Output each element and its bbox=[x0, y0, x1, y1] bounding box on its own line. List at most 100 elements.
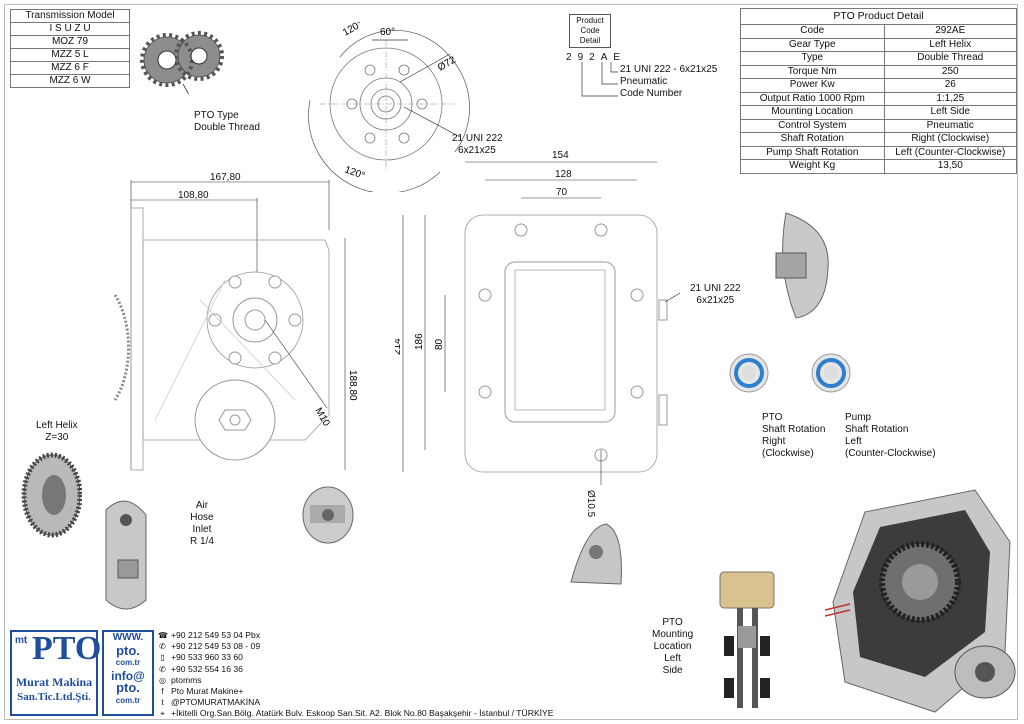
pto-rotation-line: (Clockwise) bbox=[762, 448, 814, 459]
bore-diameter-label: Ø10.5 bbox=[585, 490, 596, 518]
logo-main: PTO bbox=[32, 630, 102, 667]
dim-108-label: 108,80 bbox=[178, 190, 209, 201]
pto-rotation-line: Shaft Rotation bbox=[762, 424, 826, 435]
code-digit: 2 bbox=[566, 52, 578, 63]
code-digit: A bbox=[600, 52, 614, 63]
angle-top-label: 120° bbox=[341, 22, 364, 39]
front-thread-line2: 6x21x25 bbox=[458, 145, 496, 156]
detail-key: Weight Kg bbox=[740, 159, 885, 174]
dim-214-label: 214 bbox=[395, 338, 403, 355]
detail-value: Left (Counter-Clockwise) bbox=[883, 145, 1018, 160]
dim-154-label: 154 bbox=[552, 150, 569, 161]
air-inlet-line: Air bbox=[195, 500, 209, 511]
code-digit: 9 bbox=[577, 52, 590, 63]
pto-rotation-line: Right bbox=[762, 436, 786, 447]
code-box-title-line: Detail bbox=[579, 36, 601, 45]
front-thread-label: 21 UNI 222 6x21x25 bbox=[452, 133, 503, 157]
transmission-header: Transmission Model bbox=[10, 9, 130, 23]
mounting-line: Location bbox=[653, 641, 692, 652]
air-inlet-line: Inlet bbox=[192, 524, 212, 535]
mounting-line: Mounting bbox=[652, 629, 694, 640]
pto-rotation-label: PTO Shaft Rotation Right (Clockwise) bbox=[762, 412, 825, 460]
location-icon: ⌖ bbox=[160, 709, 165, 719]
drawing-frame bbox=[4, 4, 1018, 720]
detail-key: Control System bbox=[740, 118, 885, 133]
left-helix-line2: Z=30 bbox=[45, 432, 69, 443]
company-logo: mt PTO Murat Makina San.Tic.Ltd.Şti. bbox=[10, 630, 102, 716]
product-detail-title: PTO Product Detail bbox=[740, 8, 1017, 25]
m10-photo bbox=[302, 486, 354, 544]
left-helix-line1: Left Helix bbox=[36, 420, 78, 431]
contact-list: ☎+90 212 549 53 04 Pbx✆+90 212 549 53 08… bbox=[158, 630, 628, 720]
front-thread-line1: 21 UNI 222 bbox=[452, 133, 503, 144]
web-line: info@ bbox=[111, 668, 145, 683]
detail-key: Type bbox=[740, 51, 885, 66]
web-line: pto. bbox=[116, 642, 140, 658]
contact-text: ptomms bbox=[171, 674, 202, 685]
dim-80-label: 80 bbox=[434, 338, 445, 350]
pto-type-line2: Double Thread bbox=[194, 122, 260, 133]
air-inlet-photo bbox=[105, 500, 147, 610]
contact-text: +90 532 554 16 36 bbox=[171, 663, 243, 674]
truck-chassis-illustration bbox=[719, 571, 775, 708]
detail-key: Power Kw bbox=[740, 78, 885, 93]
height-188-label: 188,80 bbox=[347, 370, 358, 401]
company-name-line2: San.Tic.Ltd.Şti. bbox=[17, 691, 91, 703]
detail-value: 26 bbox=[883, 78, 1018, 93]
code-box-title-line: Code bbox=[580, 26, 600, 35]
mobile-icon: ▯ bbox=[160, 653, 165, 663]
pto-rotation-line: PTO bbox=[762, 412, 783, 423]
contact-text: +90 212 549 53 04 Pbx bbox=[171, 630, 261, 640]
pto-type-label: PTO Type Double Thread bbox=[194, 110, 260, 134]
code-box-title-line: Product bbox=[576, 16, 604, 25]
web-contact-box: WWW. pto. com.tr info@ pto. com.tr bbox=[102, 630, 154, 716]
pump-rotation-line: Pump bbox=[845, 412, 872, 423]
transmission-row: MZZ 5 L bbox=[10, 48, 130, 62]
detail-value: Pneumatic bbox=[883, 118, 1018, 133]
air-inlet-label: Air Hose Inlet R 1/4 bbox=[190, 500, 214, 548]
whatsapp-icon: ✆ bbox=[159, 664, 166, 674]
dim-70-label: 70 bbox=[556, 187, 568, 198]
code-label-pneumatic: Pneumatic bbox=[620, 76, 668, 87]
pto-rotation-icon bbox=[729, 353, 769, 393]
rear-thread-line2: 6x21x25 bbox=[696, 295, 735, 306]
side-view-drawing: 188,80 M10 bbox=[113, 180, 358, 471]
contact-text: +90 533 960 33 60 bbox=[171, 652, 243, 663]
code-digit: 2 bbox=[589, 52, 601, 63]
dim-186-label: 186 bbox=[414, 333, 425, 350]
web-line: WWW. bbox=[112, 632, 144, 643]
detail-value: 1:1,25 bbox=[883, 91, 1018, 106]
detail-value: Left Side bbox=[883, 105, 1018, 120]
pump-rotation-icon bbox=[811, 353, 851, 393]
detail-value: Double Thread bbox=[883, 51, 1018, 66]
code-label-number: Code Number bbox=[620, 88, 683, 99]
twitter-icon: t bbox=[161, 698, 164, 708]
front-flange-view: 120° 60° Ø72 120° bbox=[308, 22, 470, 192]
detail-value: 13,50 bbox=[883, 159, 1018, 174]
contact-row: ◎ptomms bbox=[158, 675, 628, 686]
gear-photo bbox=[21, 452, 82, 538]
logo-prefix: mt bbox=[15, 635, 28, 646]
detail-key: Mounting Location bbox=[740, 105, 885, 120]
air-inlet-line: Hose bbox=[190, 512, 214, 523]
contact-row: ✆+90 212 549 53 08 - 09 bbox=[158, 641, 628, 652]
contact-text: @PTOMURATMAKİNA bbox=[171, 697, 261, 708]
mounting-location-label: PTO Mounting Location Left Side bbox=[652, 617, 693, 677]
contact-row: ✆ +90 532 554 16 36 bbox=[158, 664, 628, 675]
rear-view-drawing: 214 186 80 bbox=[395, 161, 680, 485]
contact-text: +90 212 549 53 08 - 09 bbox=[171, 641, 261, 652]
contact-row: ⌖+İkitelli Org.San.Bölg. Atatürk Bulv. E… bbox=[158, 708, 628, 719]
angle-mid-label: 60° bbox=[380, 27, 395, 38]
code-digit: E bbox=[613, 52, 627, 63]
double-gear-illustration bbox=[140, 31, 224, 94]
contact-row: ▯ +90 533 960 33 60 bbox=[158, 652, 628, 663]
dim-128-label: 128 bbox=[555, 169, 572, 180]
detail-value: Right (Clockwise) bbox=[883, 132, 1018, 147]
